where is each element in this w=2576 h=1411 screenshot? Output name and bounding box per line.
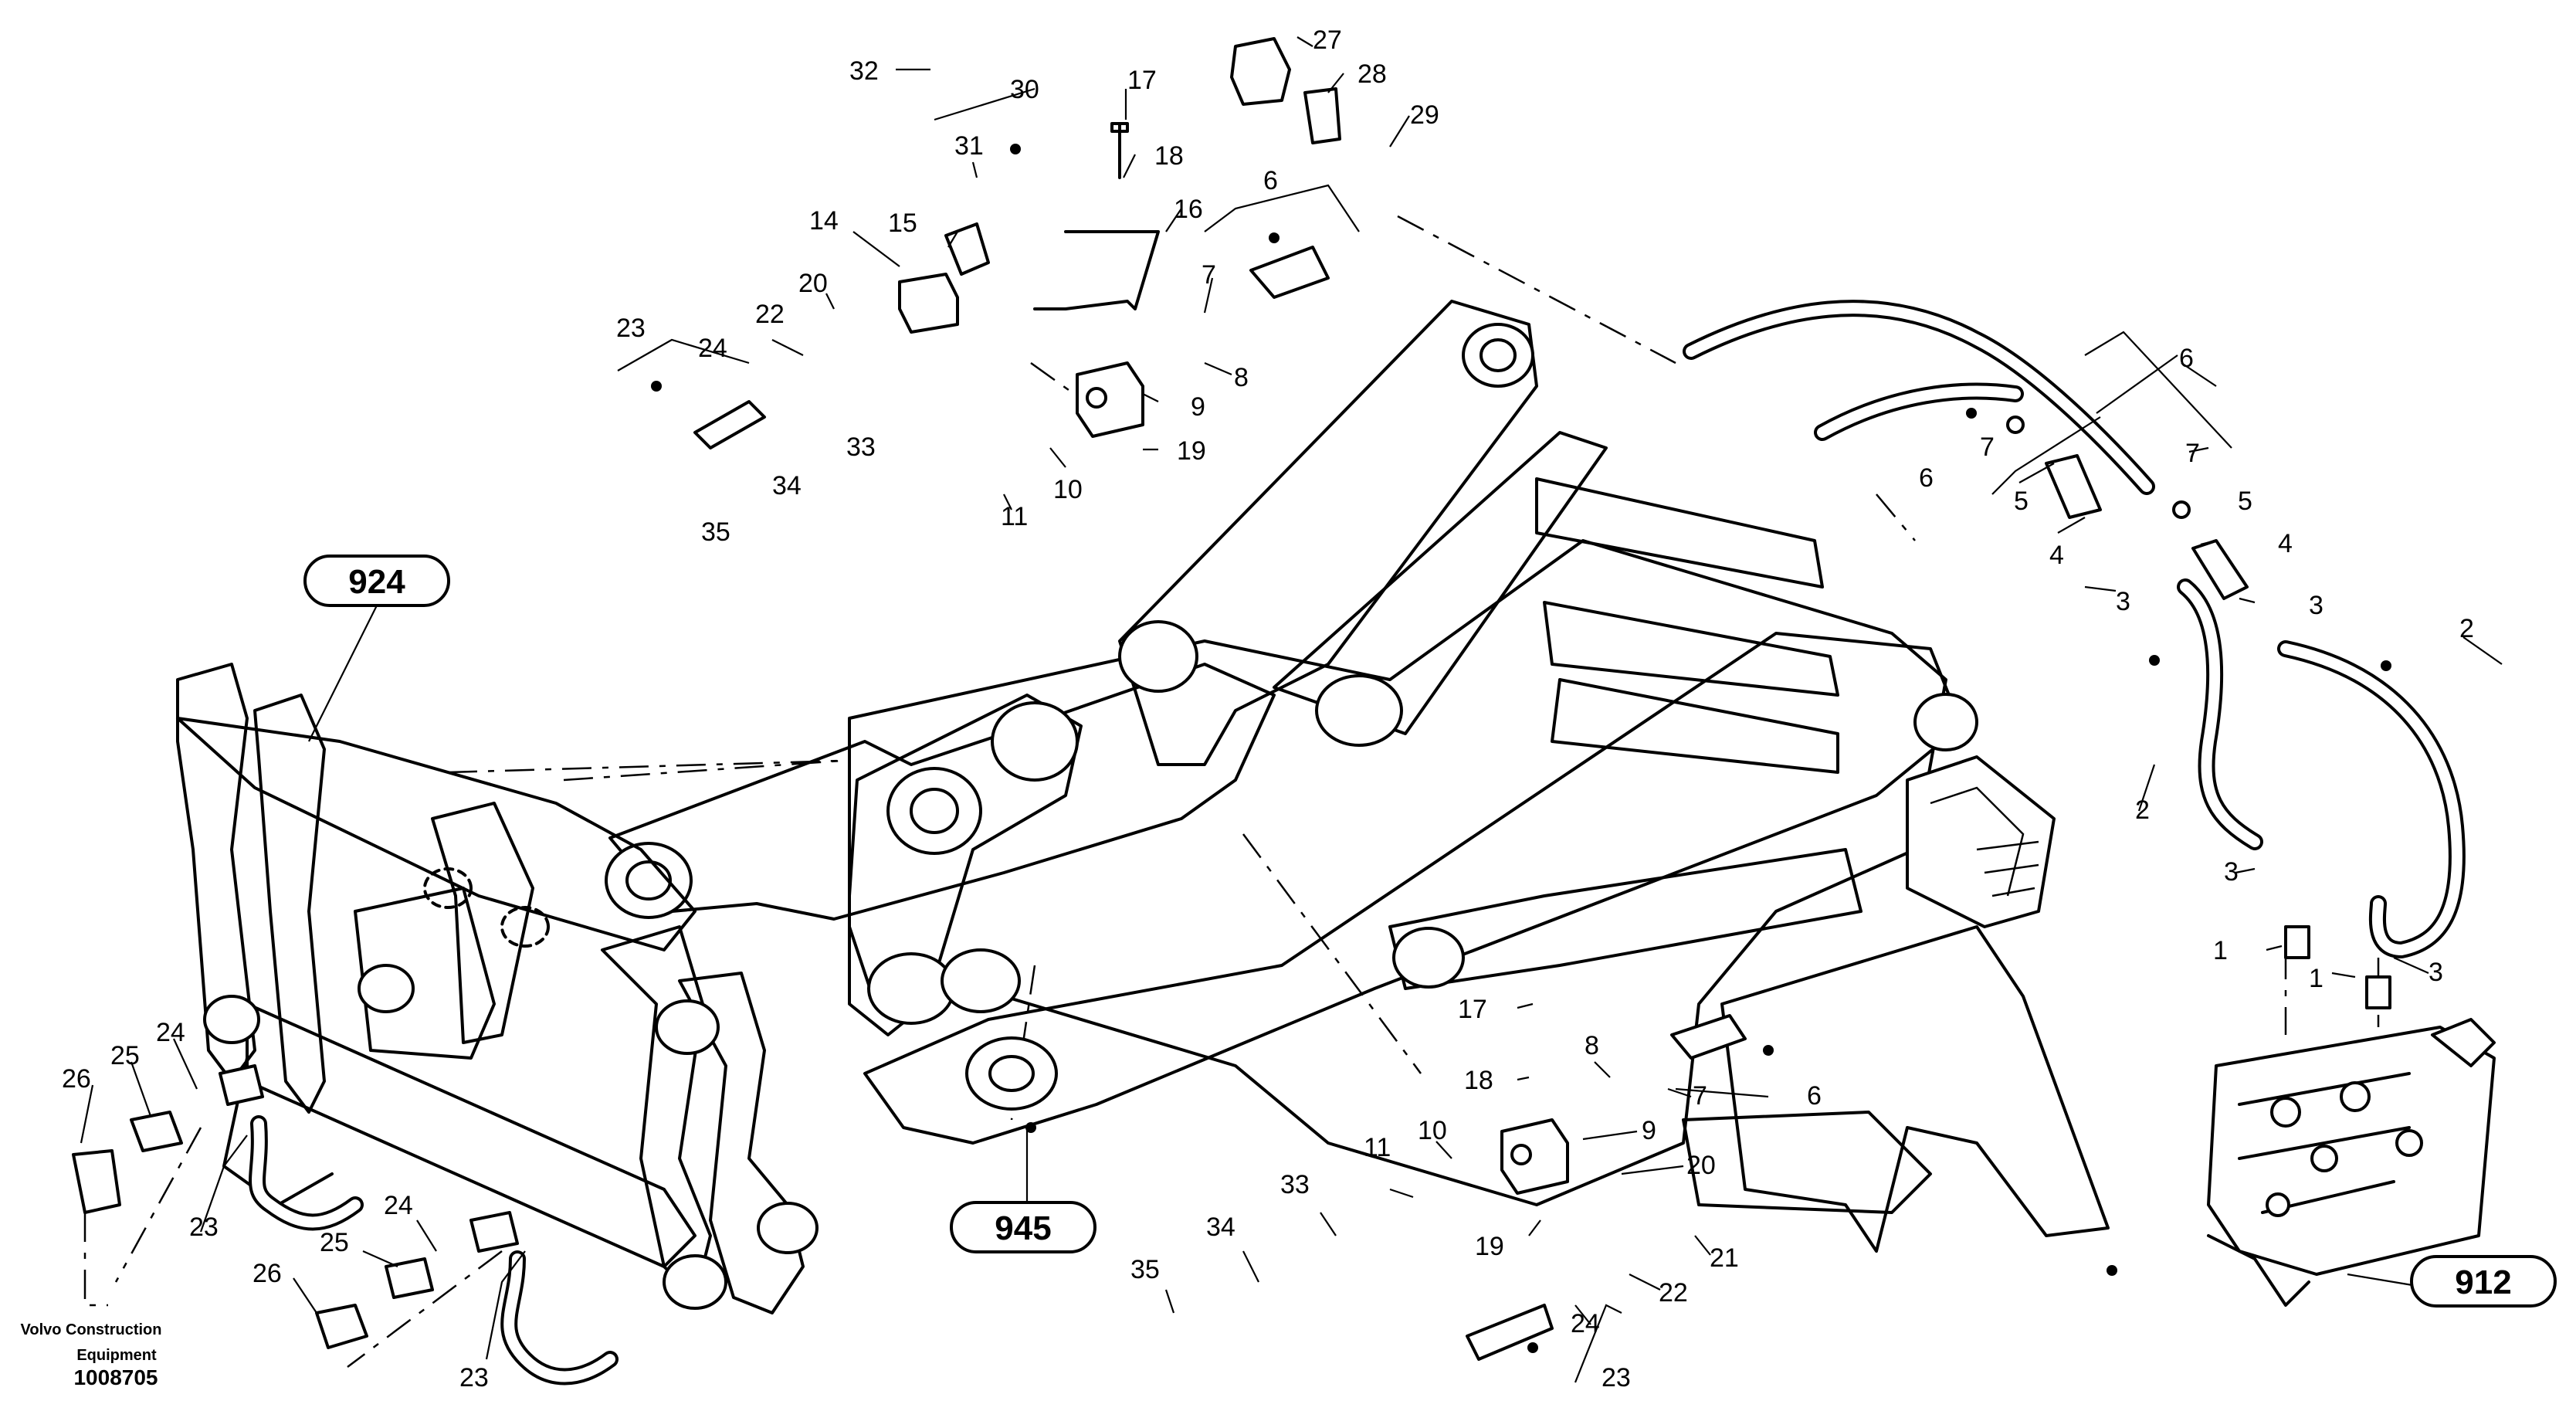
reference-924-label: 924 xyxy=(348,563,405,601)
callout-24-top: 24 xyxy=(698,334,727,363)
callout-6-right-upper: 6 xyxy=(2179,344,2194,373)
callout-26-left-upper: 26 xyxy=(62,1064,91,1094)
callout-31: 31 xyxy=(954,131,984,161)
reference-912-label: 912 xyxy=(2455,1263,2511,1301)
callout-5-right-upper: 5 xyxy=(2238,487,2252,516)
reference-912: 912 xyxy=(2410,1255,2557,1308)
callout-26-left-lower: 26 xyxy=(253,1259,282,1288)
callout-18: 18 xyxy=(1154,141,1184,171)
quick-coupler-bracket xyxy=(176,663,819,1314)
callout-33-bottom: 33 xyxy=(1280,1170,1310,1199)
callout-4-right-upper: 4 xyxy=(2278,529,2293,558)
callout-6-right-lower: 6 xyxy=(1919,463,1934,493)
callouts-bottom: 17 18 8 7 6 9 20 21 10 11 33 34 35 19 22… xyxy=(1130,995,1822,1392)
callout-35-bottom: 35 xyxy=(1130,1255,1160,1284)
callout-2-left: 2 xyxy=(2135,795,2150,825)
callout-25-left-lower: 25 xyxy=(320,1228,349,1257)
callout-1-left: 1 xyxy=(2213,936,2228,965)
callout-1-right: 1 xyxy=(2309,964,2323,993)
callout-7-bottom: 7 xyxy=(1693,1081,1707,1111)
callout-33-top: 33 xyxy=(846,432,876,462)
callout-19-bottom: 19 xyxy=(1475,1232,1504,1261)
callout-19-top: 19 xyxy=(1177,436,1206,466)
callout-35-top: 35 xyxy=(701,517,730,547)
callout-11-bottom: 11 xyxy=(1364,1133,1391,1162)
callouts-right: 6 7 5 4 3 6 7 5 4 3 2 2 3 1 1 3 xyxy=(1919,344,2474,993)
callout-3-bottom: 3 xyxy=(2429,958,2443,987)
loader-frame xyxy=(605,300,2110,1253)
callouts-top: 32 30 31 17 18 27 28 29 16 15 14 6 7 8 9… xyxy=(616,25,1439,547)
control-valve xyxy=(2207,1018,2496,1307)
callout-32: 32 xyxy=(849,56,879,86)
footer-credit: Volvo Construction Equipment 1008705 xyxy=(21,1321,162,1389)
alignment-lines xyxy=(83,215,2380,1368)
callout-7-top: 7 xyxy=(1202,260,1216,290)
callout-8-top: 8 xyxy=(1234,363,1249,392)
callout-22-top: 22 xyxy=(755,300,785,329)
callout-8-bottom: 8 xyxy=(1585,1031,1599,1060)
callout-24-left-lower: 24 xyxy=(384,1191,413,1220)
callout-10-bottom: 10 xyxy=(1418,1116,1447,1145)
callout-3-right-lower: 3 xyxy=(2116,587,2130,616)
callout-20-bottom: 20 xyxy=(1686,1151,1716,1180)
callout-3-right-upper: 3 xyxy=(2309,591,2323,620)
footer-drawing-number: 1008705 xyxy=(73,1365,158,1389)
reference-945-label: 945 xyxy=(995,1209,1051,1247)
callout-16: 16 xyxy=(1174,195,1203,224)
callout-23-left-lower: 23 xyxy=(459,1363,489,1392)
callout-9-bottom: 9 xyxy=(1642,1116,1656,1145)
leader-lines xyxy=(80,36,2503,1383)
callout-7-right-lower: 7 xyxy=(1980,432,1995,462)
callout-23-left-upper: 23 xyxy=(189,1213,219,1242)
callout-15: 15 xyxy=(888,209,917,238)
callout-23-bottom: 23 xyxy=(1602,1363,1631,1392)
callout-24-bottom: 24 xyxy=(1571,1309,1600,1338)
callout-2-right: 2 xyxy=(2459,614,2474,643)
callout-23-top: 23 xyxy=(616,314,646,343)
callout-18-bottom: 18 xyxy=(1464,1066,1493,1095)
callout-27: 27 xyxy=(1313,25,1342,55)
callout-34-bottom: 34 xyxy=(1206,1213,1235,1242)
hydraulic-hoses-right xyxy=(1683,300,2466,958)
callout-21: 21 xyxy=(1710,1243,1739,1273)
callouts-left: 24 25 26 23 24 25 26 23 xyxy=(62,1018,489,1392)
callout-6-bottom: 6 xyxy=(1807,1081,1822,1111)
bullet-markers xyxy=(651,144,2391,1353)
callout-6-top: 6 xyxy=(1263,166,1278,195)
callout-11-top: 11 xyxy=(1001,502,1028,531)
callout-29: 29 xyxy=(1410,100,1439,130)
callout-5-right-lower: 5 xyxy=(2014,487,2029,516)
callout-3-mid: 3 xyxy=(2224,857,2239,887)
footer-company-line2: Equipment xyxy=(76,1347,157,1364)
callout-10-top: 10 xyxy=(1053,475,1083,504)
callout-28: 28 xyxy=(1357,59,1387,89)
reference-945: 945 xyxy=(950,1201,1096,1253)
callout-9-top: 9 xyxy=(1191,392,1205,422)
callout-34-top: 34 xyxy=(772,471,802,500)
callout-25-left-upper: 25 xyxy=(110,1041,140,1070)
callout-4-right-lower: 4 xyxy=(2049,541,2064,570)
callout-22-bottom: 22 xyxy=(1659,1278,1688,1308)
callout-17: 17 xyxy=(1127,66,1157,95)
callout-7-right-upper: 7 xyxy=(2185,439,2200,468)
callout-30: 30 xyxy=(1010,75,1039,104)
callout-17-bottom: 17 xyxy=(1458,995,1487,1024)
fittings xyxy=(72,37,2391,1386)
footer-company-line1: Volvo Construction xyxy=(21,1321,162,1338)
reference-924: 924 xyxy=(303,555,450,607)
callout-14: 14 xyxy=(809,206,839,236)
callout-24-left-upper: 24 xyxy=(156,1018,185,1047)
callout-20-top: 20 xyxy=(798,269,828,298)
